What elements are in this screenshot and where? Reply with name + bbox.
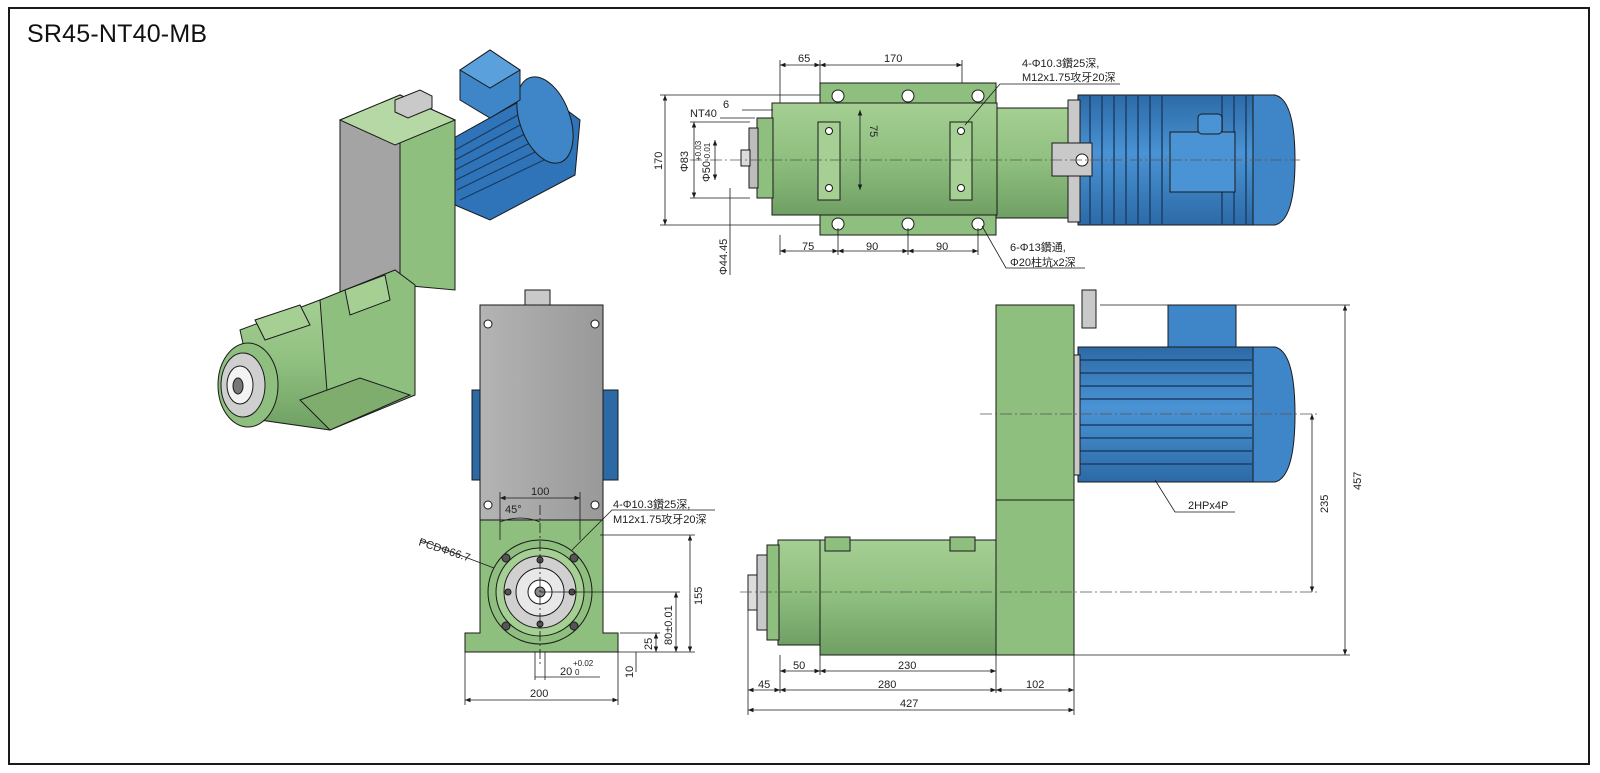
side-motor-label: 2HPx4P: [1188, 500, 1228, 512]
front-dim-20: 20: [560, 666, 572, 678]
top-dim-170: 170: [884, 53, 902, 65]
top-tol-50-up: +0.03: [694, 140, 703, 161]
front-dim-100: 100: [531, 486, 549, 498]
side-dim-427: 427: [900, 698, 918, 710]
front-dim-80: 80±0.01: [663, 605, 675, 645]
top-dim-75-vert: 75: [867, 125, 879, 137]
side-view: 2HPx4P 457 235 50 230 45 280 102 427: [740, 289, 1364, 715]
side-dim-457: 457: [1352, 472, 1364, 490]
front-tol-20-up: +0.02: [573, 659, 594, 668]
iso-motor: [449, 49, 581, 221]
top-note-holes-1: 4-Φ10.3鑽25深,: [1022, 56, 1099, 70]
side-dim-230: 230: [898, 660, 916, 672]
top-note-mount-2: Φ20柱坑x2深: [1010, 255, 1076, 269]
side-dim-280: 280: [878, 679, 896, 691]
side-column: [995, 304, 1075, 501]
side-dim-50: 50: [793, 660, 805, 672]
side-dim-102: 102: [1026, 679, 1044, 691]
top-dim-6: 6: [723, 99, 729, 111]
front-plate: [479, 304, 604, 521]
top-tol-50-low: -0.01: [703, 142, 712, 161]
top-label-nt40: NT40: [690, 108, 717, 120]
front-tol-20-low: 0: [575, 668, 580, 677]
top-dia-83: Φ83: [679, 151, 691, 172]
side-housing: [819, 539, 997, 656]
side-dim-45: 45: [758, 679, 770, 691]
top-view: 65 170 6 NT40 170 Φ83 Φ50 +0.03 -0.01 Φ4…: [653, 53, 1300, 275]
front-note-holes-1: 4-Φ10.3鑽25深,: [613, 497, 690, 511]
front-dim-200: 200: [530, 688, 548, 700]
top-dim-90-b: 90: [936, 241, 948, 253]
front-angle-45: 45°: [505, 504, 522, 516]
front-view: 100 45° PCDΦ66.7 4-Φ10.3鑽25深, M12x1.75攻牙…: [417, 289, 715, 705]
top-note-holes-2: M12x1.75攻牙20深: [1022, 70, 1116, 84]
top-note-mount-1: 6-Φ13鑽通,: [1010, 240, 1066, 254]
drawing-title: SR45-NT40-MB: [27, 20, 208, 48]
top-dim-170-left: 170: [653, 152, 665, 170]
isometric-view: [217, 49, 581, 431]
front-pcd: PCDΦ66.7: [417, 536, 472, 564]
top-dim-75-bottom: 75: [802, 241, 814, 253]
top-dim-90-a: 90: [866, 241, 878, 253]
side-motor: [1067, 304, 1296, 483]
top-dia-44-45: Φ44.45: [718, 239, 730, 275]
top-dim-65: 65: [798, 53, 810, 65]
front-dim-155: 155: [693, 587, 705, 605]
front-dim-10: 10: [624, 666, 636, 678]
side-dim-235: 235: [1319, 495, 1331, 513]
front-dim-25: 25: [643, 638, 655, 650]
front-note-holes-2: M12x1.75攻牙20深: [613, 512, 707, 526]
top-dia-50: Φ50: [701, 161, 713, 182]
